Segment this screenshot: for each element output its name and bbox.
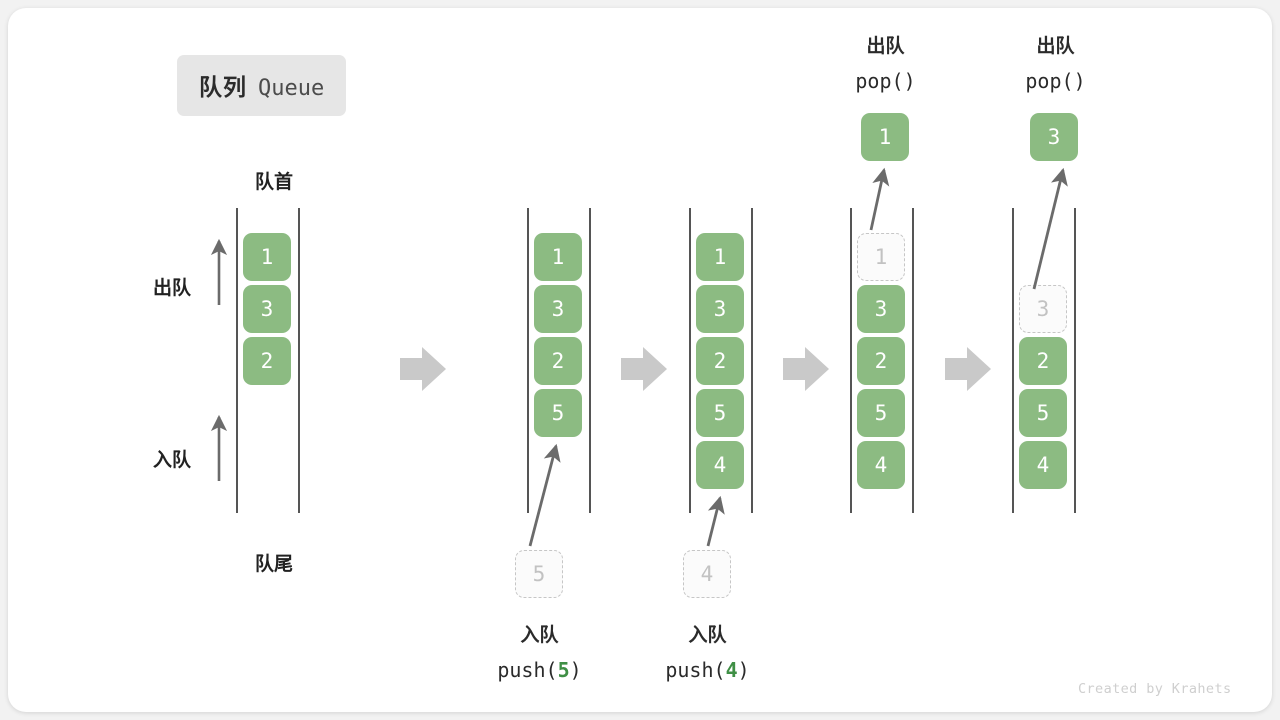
cell-col2-2: 2 — [534, 337, 582, 385]
cell-col2-0: 1 — [534, 233, 582, 281]
code-suffix: ) — [737, 657, 750, 682]
rail-right-col-3 — [751, 208, 753, 513]
cell-col2-3: 5 — [534, 389, 582, 437]
cell-col3-0: 1 — [696, 233, 744, 281]
result-cell-col5: 3 — [1030, 113, 1078, 161]
result-cell-col4: 1 — [861, 113, 909, 161]
cell-col1-0: 1 — [243, 233, 291, 281]
rail-left-col-5 — [1012, 208, 1014, 513]
code-prefix: push( — [665, 657, 726, 682]
code-suffix: ) — [569, 657, 582, 682]
cell-col4-3: 5 — [857, 389, 905, 437]
cell-col2-1: 3 — [534, 285, 582, 333]
pop-arrow-col4-icon — [869, 167, 890, 231]
operation-cn-col4: 出队 — [866, 36, 905, 57]
rail-left-col-3 — [689, 208, 691, 513]
cell-col4-2: 2 — [857, 337, 905, 385]
operation-code-col5: pop() — [953, 64, 1158, 98]
flow-arrow-1-icon — [400, 347, 446, 391]
code-prefix: push( — [497, 657, 558, 682]
code-prefix: pop( — [1025, 68, 1074, 93]
enqueue-side-label: 入队 — [153, 450, 192, 471]
cell-col5-1: 3 — [1019, 285, 1067, 333]
flow-arrow-4-icon — [945, 347, 991, 391]
operation-label-col2: 入队 push(5) — [437, 620, 642, 687]
push-arrow-col3-icon — [706, 495, 725, 547]
cell-col3-3: 5 — [696, 389, 744, 437]
rail-right-col-5 — [1074, 208, 1076, 513]
operation-label-col5: 出队 pop() — [953, 31, 1158, 98]
code-prefix: pop( — [855, 68, 904, 93]
operation-label-col4: 出队 pop() — [783, 31, 988, 98]
pop-arrow-col5-icon — [1032, 167, 1068, 290]
operation-cn-col2: 入队 — [520, 625, 559, 646]
rail-right-col-4 — [912, 208, 914, 513]
flow-arrow-3-icon — [783, 347, 829, 391]
pending-cell-col2: 5 — [515, 550, 563, 598]
operation-cn-col5: 出队 — [1036, 36, 1075, 57]
rail-left-col-4 — [850, 208, 852, 513]
cell-col3-1: 3 — [696, 285, 744, 333]
operation-label-col3: 入队 push(4) — [605, 620, 810, 687]
cell-col4-0: 1 — [857, 233, 905, 281]
code-arg: 5 — [557, 657, 570, 682]
operation-code-col2: push(5) — [437, 653, 642, 687]
cell-col5-2: 2 — [1019, 337, 1067, 385]
cell-col3-4: 4 — [696, 441, 744, 489]
code-suffix: ) — [1073, 68, 1086, 93]
rail-right-col-2 — [589, 208, 591, 513]
queue-front-label: 队首 — [254, 172, 293, 193]
cell-col4-4: 4 — [857, 441, 905, 489]
credit-text: Created by Krahets — [1078, 681, 1232, 697]
code-arg: 4 — [725, 657, 738, 682]
operation-code-col4: pop() — [783, 64, 988, 98]
rail-left-col-1 — [236, 208, 238, 513]
code-suffix: ) — [903, 68, 916, 93]
dequeue-side-label: 出队 — [153, 278, 192, 299]
queue-rear-label: 队尾 — [254, 554, 293, 575]
cell-col4-1: 3 — [857, 285, 905, 333]
operation-code-col3: push(4) — [605, 653, 810, 687]
push-arrow-col2-icon — [528, 443, 561, 547]
cell-col3-2: 2 — [696, 337, 744, 385]
cell-col1-1: 3 — [243, 285, 291, 333]
title-chip: 队列 Queue — [177, 55, 347, 116]
title-chinese: 队列 — [199, 74, 247, 100]
diagram-canvas: 队列 Queue 队首 队尾 出队 入队 1 3 2 1 3 2 5 5 入队 … — [8, 8, 1272, 712]
cell-col1-2: 2 — [243, 337, 291, 385]
cell-col5-4: 4 — [1019, 441, 1067, 489]
rail-right-col-1 — [298, 208, 300, 513]
flow-arrow-2-icon — [621, 347, 667, 391]
rail-left-col-2 — [527, 208, 529, 513]
operation-cn-col3: 入队 — [688, 625, 727, 646]
title-english: Queue — [258, 76, 325, 101]
cell-col5-3: 5 — [1019, 389, 1067, 437]
pending-cell-col3: 4 — [683, 550, 731, 598]
